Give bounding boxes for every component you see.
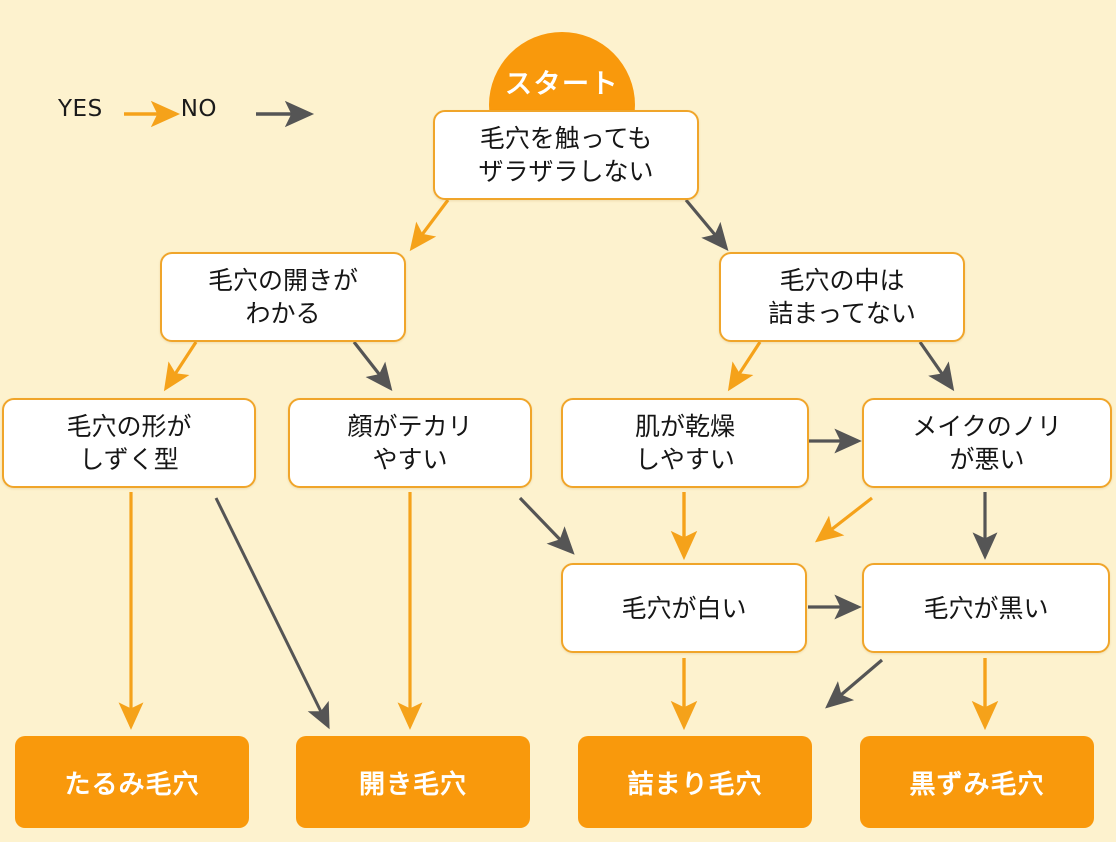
node-q-open[interactable]: 毛穴の開きが わかる xyxy=(160,252,406,342)
edge-makeup-to-white-yes xyxy=(814,496,873,543)
edge-root-to-clogged-no xyxy=(684,198,729,251)
result-blackhead[interactable]: 黒ずみ毛穴 xyxy=(860,736,1094,828)
result-open[interactable]: 開き毛穴 xyxy=(296,736,530,828)
edge-oily-to-white-no xyxy=(518,496,575,555)
result-clogged[interactable]: 詰まり毛穴 xyxy=(578,736,812,828)
node-label: 毛穴の形が しずく型 xyxy=(66,412,192,474)
edge-clogged-to-makeup-no xyxy=(918,341,955,392)
node-label: 肌が乾燥 しやすい xyxy=(634,412,735,474)
edge-open-to-teardrop-yes xyxy=(163,341,198,392)
node-q-root[interactable]: 毛穴を触っても ザラザラしない xyxy=(433,110,699,200)
node-label: 毛穴を触っても ザラザラしない xyxy=(478,124,654,186)
result-label: 黒ずみ毛穴 xyxy=(909,769,1045,800)
node-label: 顔がテカリ やすい xyxy=(347,412,473,474)
node-label: メイクのノリ が悪い xyxy=(912,412,1062,474)
node-q-teardrop[interactable]: 毛穴の形が しずく型 xyxy=(2,398,256,488)
node-q-dry[interactable]: 肌が乾燥 しやすい xyxy=(561,398,809,488)
node-q-makeup[interactable]: メイクのノリ が悪い xyxy=(862,398,1112,488)
node-label: 毛穴の中は 詰まってない xyxy=(768,266,916,328)
result-label: 開き毛穴 xyxy=(358,769,467,800)
legend-no-label: NO xyxy=(180,96,217,122)
node-label: 毛穴が白い xyxy=(621,593,747,623)
node-label: 毛穴の開きが わかる xyxy=(207,266,358,328)
edge-teardrop-to-openresult-no xyxy=(214,497,330,730)
result-label: たるみ毛穴 xyxy=(64,769,200,800)
edge-clogged-to-dry-yes xyxy=(727,341,762,392)
result-sagging[interactable]: たるみ毛穴 xyxy=(15,736,249,828)
node-label: 毛穴が黒い xyxy=(923,593,1049,623)
legend: YES NO xyxy=(58,96,217,122)
legend-yes-label: YES xyxy=(58,96,103,122)
node-q-clogged[interactable]: 毛穴の中は 詰まってない xyxy=(719,252,965,342)
edge-open-to-oily-no xyxy=(352,341,393,392)
node-q-oily[interactable]: 顔がテカリ やすい xyxy=(288,398,532,488)
edge-root-to-open-yes xyxy=(409,199,450,252)
result-label: 詰まり毛穴 xyxy=(627,769,763,800)
edge-black-to-cloggedresult-no xyxy=(825,658,884,709)
node-q-black[interactable]: 毛穴が黒い xyxy=(862,563,1110,653)
start-badge-label: スタート xyxy=(505,69,619,100)
node-q-white[interactable]: 毛穴が白い xyxy=(561,563,807,653)
